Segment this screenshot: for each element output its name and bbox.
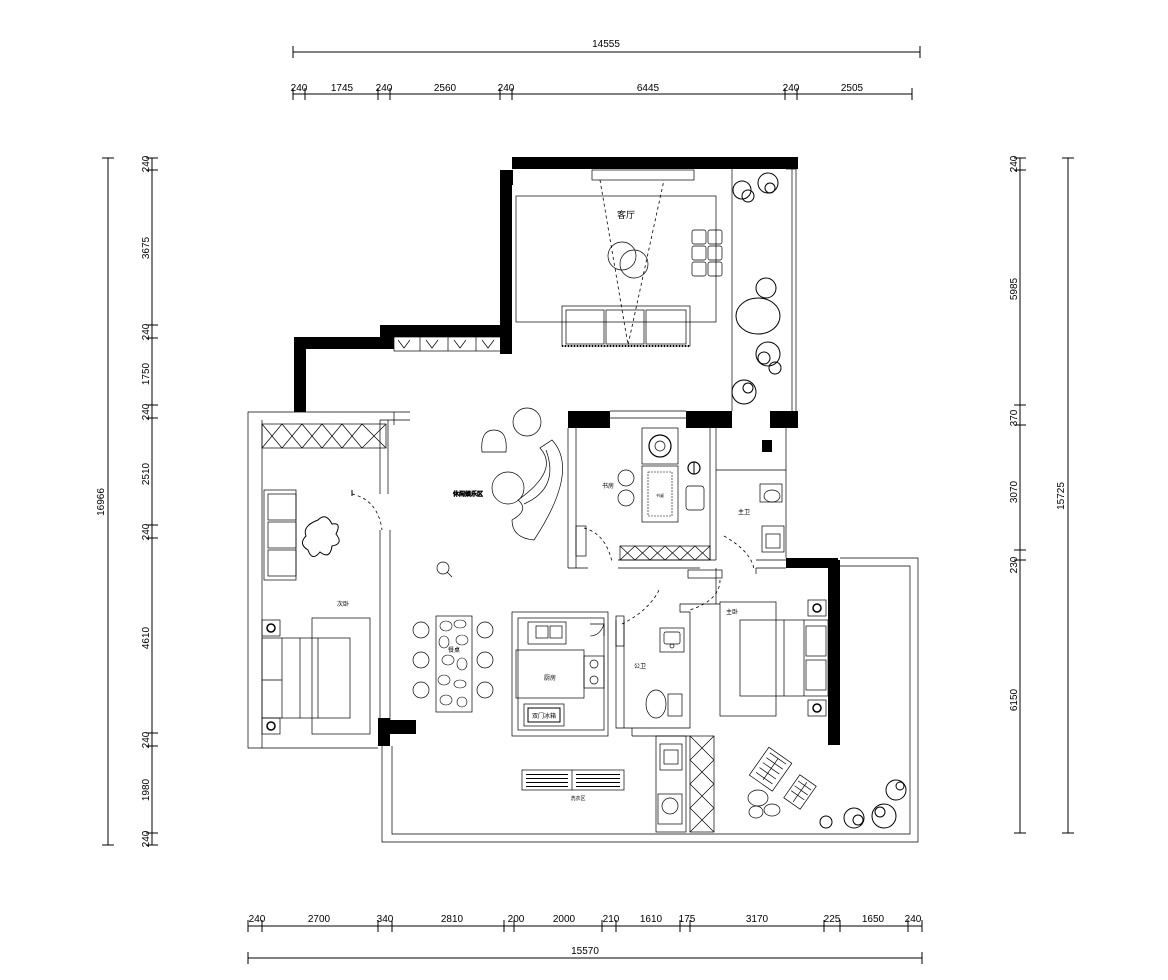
top-dim-4: 2560 (434, 83, 457, 94)
right-dim-5: 230 (1009, 556, 1020, 573)
top-dim-8: 2505 (841, 83, 864, 94)
left-dim-1: 240 (141, 155, 152, 172)
fridge-label: 双门冰箱 (532, 712, 556, 720)
study-label: 书房 (602, 482, 614, 490)
kitchen-label: 厨房 (544, 674, 556, 682)
dining-area: 餐桌 (412, 615, 494, 713)
left-dim-9: 240 (141, 731, 152, 748)
bottom-dim-4: 2810 (441, 914, 464, 925)
bottom-dim-1: 240 (249, 914, 266, 925)
left-dim-7: 240 (141, 523, 152, 540)
bottom-dim-8: 1610 (640, 914, 663, 925)
right-dim-2: 5985 (1009, 277, 1020, 300)
bottom-total-dimension: 15570 (571, 946, 599, 957)
living-room: 客厅 (515, 169, 723, 347)
living-room-label: 客厅 (617, 209, 635, 221)
leisure-area-label: 休闲娱乐区 (453, 490, 483, 498)
right-total-dimension: 15725 (1056, 482, 1067, 510)
structural-walls (294, 157, 840, 746)
master-bedroom-label: 主卧 (726, 608, 738, 616)
dining-table-label: 餐桌 (448, 646, 460, 654)
study-room: 书桌 书房 (575, 427, 705, 563)
left-dim-2: 3675 (141, 236, 152, 259)
master-bedroom: 主卧 (719, 599, 829, 717)
left-dim-5: 240 (141, 403, 152, 420)
left-total-dimension: 16966 (96, 488, 107, 516)
desk-label: 书桌 (656, 492, 664, 498)
public-bathroom: 公卫 (615, 587, 685, 719)
bottom-dim-3: 340 (377, 914, 394, 925)
top-dim-5: 240 (498, 83, 515, 94)
top-dim-2: 1745 (331, 83, 354, 94)
bottom-dim-12: 1650 (862, 914, 885, 925)
top-dim-3: 240 (376, 83, 393, 94)
left-dim-8: 4610 (141, 626, 152, 649)
bottom-dim-7: 210 (603, 914, 620, 925)
cabinet-x-patterns (261, 336, 715, 833)
left-dim-4: 1750 (141, 362, 152, 385)
second-bedroom-label: 次卧 (337, 600, 349, 608)
bottom-dim-5: 200 (508, 914, 525, 925)
second-bedroom: 次卧 (261, 489, 383, 735)
bottom-dim-13: 240 (905, 914, 922, 925)
laundry-area-label: 洗衣区 (570, 795, 585, 802)
left-dim-6: 2510 (141, 462, 152, 485)
left-dim-10: 1980 (141, 778, 152, 801)
bottom-dim-11: 225 (824, 914, 841, 925)
partition-walls (247, 168, 919, 843)
left-dimension-lines: 16966 240 3675 240 1750 240 2510 240 461… (96, 155, 158, 847)
bottom-dim-9: 175 (679, 914, 696, 925)
bottom-dimension-lines: 240 2700 340 2810 200 2000 210 1610 175 … (247, 914, 923, 964)
kitchen: 厨房 双门冰箱 (515, 621, 605, 727)
top-dim-7: 240 (783, 83, 800, 94)
right-dim-3: 370 (1009, 409, 1020, 426)
laundry-balcony: 洗衣区 (521, 743, 907, 829)
top-dimension-lines: 14555 240 1745 240 2560 240 6445 240 250… (291, 39, 921, 100)
top-total-dimension: 14555 (592, 39, 620, 50)
top-dim-1: 240 (291, 83, 308, 94)
master-bath-label: 主卫 (738, 508, 750, 516)
top-dim-6: 6445 (637, 83, 660, 94)
bottom-dim-2: 2700 (308, 914, 331, 925)
leisure-area: 休闲娱乐区 (436, 407, 563, 578)
right-dim-4: 3070 (1009, 480, 1020, 503)
public-bath-label: 公卫 (634, 663, 646, 670)
bottom-dim-10: 3170 (746, 914, 769, 925)
master-bathroom: 主卫 (687, 440, 785, 611)
right-dim-1: 240 (1009, 155, 1020, 172)
right-dimension-lines: 240 5985 370 3070 230 6150 15725 (1009, 155, 1074, 834)
left-dim-11: 240 (141, 830, 152, 847)
balcony-plants (731, 172, 782, 405)
right-dim-6: 6150 (1009, 688, 1020, 711)
bottom-dim-6: 2000 (553, 914, 576, 925)
left-dim-3: 240 (141, 323, 152, 340)
